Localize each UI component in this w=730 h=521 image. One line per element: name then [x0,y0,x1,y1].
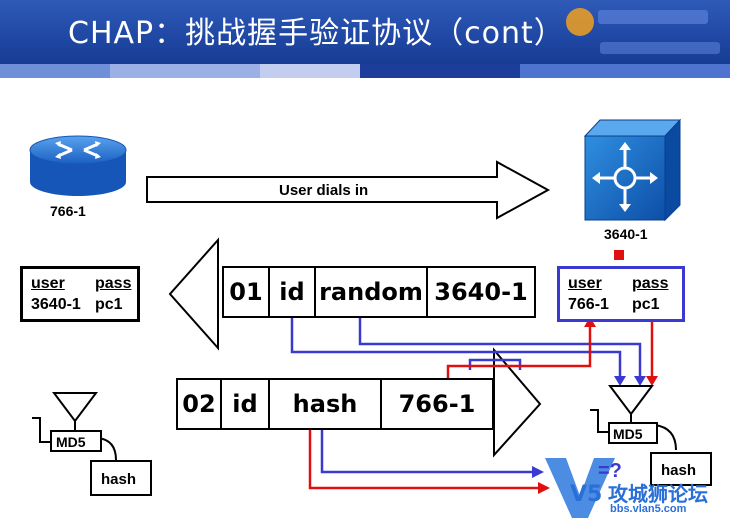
slide-title: CHAP：挑战握手验证协议（cont） [68,16,565,51]
response-hash-field: hash [268,378,382,430]
watermark-url: bbs.vlan5.com [610,503,687,515]
response-name-field: 766-1 [380,378,494,430]
watermark-logo-icon [545,458,615,518]
right-md5-box: MD5 [608,422,658,444]
watermark-mark: V5 [570,482,603,507]
left-credential-table: user pass 3640-1 pc1 [20,266,140,322]
router-icon [29,135,127,196]
left-table-pass-header: pass [95,275,132,292]
right-table-pass-value: pc1 [632,296,660,313]
left-hash-box: hash [90,460,152,496]
watermark-brand: 攻城狮论坛 [608,482,708,506]
router-label: 766-1 [50,203,86,219]
status-marker [614,250,624,260]
challenge-code-field: 01 [222,266,270,318]
right-hash-box: hash [650,452,712,486]
response-right-arrow [493,347,542,458]
access-server-icon [583,118,682,222]
left-table-user-header: user [31,275,65,292]
dial-in-arrow [146,160,551,220]
response-id-field: id [220,378,270,430]
response-code-field: 02 [176,378,222,430]
challenge-name-field: 3640-1 [426,266,536,318]
challenge-random-field: random [314,266,428,318]
left-md5-box: MD5 [50,430,102,452]
right-credential-table: user pass 766-1 pc1 [557,266,685,322]
server-label: 3640-1 [604,226,648,242]
left-table-user-value: 3640-1 [31,296,81,313]
challenge-id-field: id [268,266,316,318]
dial-in-label: User dials in [279,182,369,199]
header-decoration-strip [0,64,730,78]
right-table-user-value: 766-1 [568,296,609,313]
left-md5-funnel-icon [32,392,117,461]
left-table-pass-value: pc1 [95,296,123,313]
right-table-pass-header: pass [632,275,669,292]
right-md5-funnel-icon [590,385,677,451]
flow-arrowheads [532,317,658,494]
publisher-logo-icon [566,8,720,54]
right-table-user-header: user [568,275,602,292]
challenge-left-arrow [168,237,219,351]
compare-sign: =? [598,460,622,482]
